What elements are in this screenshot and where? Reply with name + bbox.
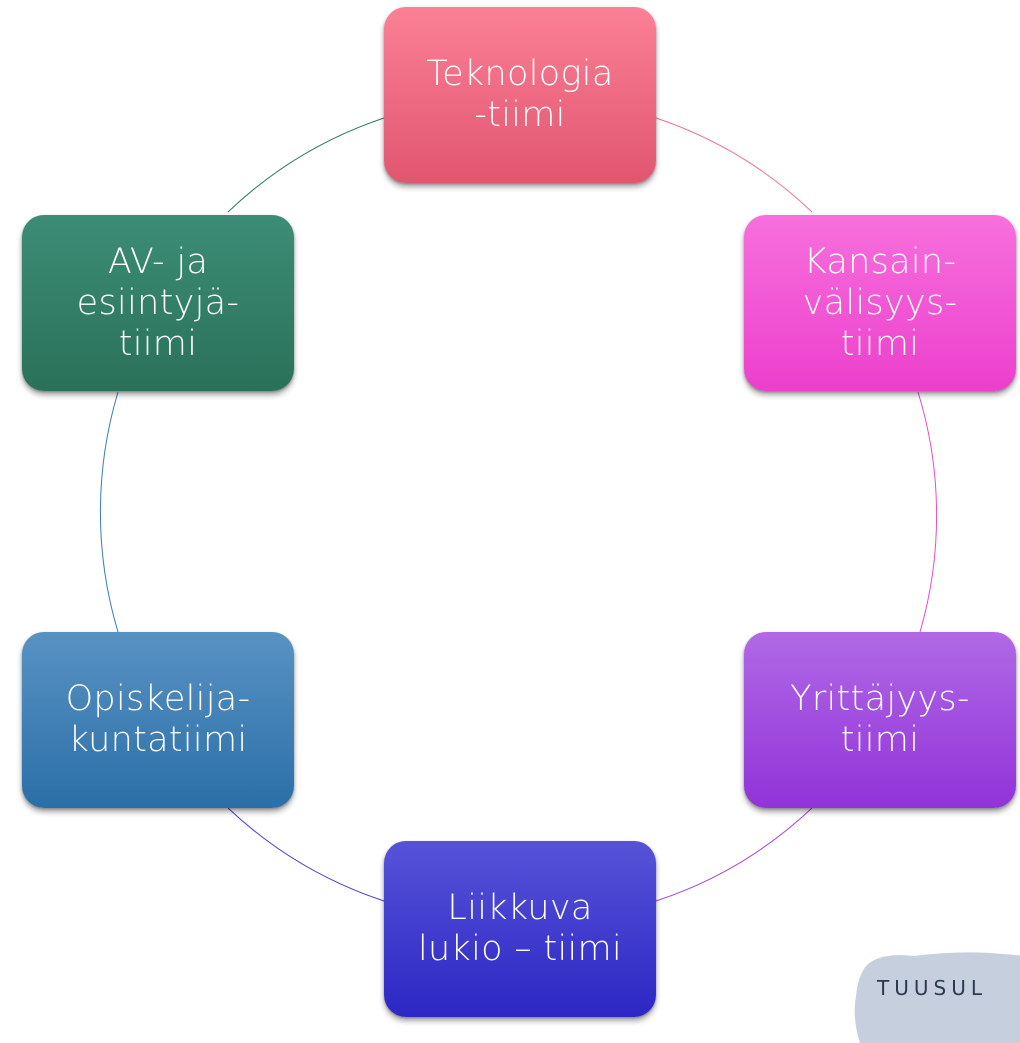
node-label: AV- ja esiintyjä- tiimi	[76, 241, 240, 364]
node-label: Kansain- välisyys- tiimi	[802, 241, 958, 364]
node-label: Opiskelija- kuntatiimi	[65, 679, 251, 760]
node-liikkuva-lukio-tiimi: Liikkuva lukio – tiimi	[384, 841, 656, 1017]
node-opiskelijakuntatiimi: Opiskelija- kuntatiimi	[22, 632, 294, 808]
node-kansainvalisyys-tiimi: Kansain- välisyys- tiimi	[744, 215, 1016, 391]
node-label: Teknologia -tiimi	[426, 54, 614, 135]
node-yrittajyys-tiimi: Yrittäjyys- tiimi	[744, 632, 1016, 808]
logo-text: TUUSUL	[877, 976, 987, 1000]
cycle-connectors	[99, 117, 938, 902]
connector-intl-yrit	[917, 391, 938, 633]
connector-yrit-liik	[655, 807, 813, 902]
connector-opis-av	[99, 391, 119, 633]
connector-tech-intl	[655, 117, 813, 213]
node-label: Yrittäjyys- tiimi	[790, 679, 970, 760]
node-av-ja-esiintyja-tiimi: AV- ja esiintyjä- tiimi	[22, 215, 294, 391]
connector-av-tech	[227, 117, 385, 213]
node-teknologia-tiimi: Teknologia -tiimi	[384, 7, 656, 183]
node-label: Liikkuva lukio – tiimi	[418, 888, 622, 969]
connector-liik-opis	[227, 807, 385, 902]
